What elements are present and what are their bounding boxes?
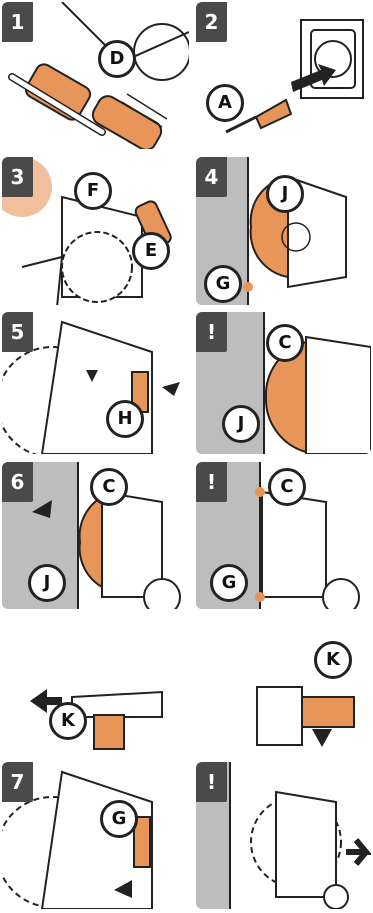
part-label-j: J [222,405,260,443]
panel-step-7: 7 G [2,762,189,909]
step-number: 7 [2,762,33,802]
warning-marker: ! [196,762,227,802]
part-label-a: A [206,84,244,122]
part-label-k: K [314,641,352,679]
part-label-j: J [28,564,66,602]
step-number: 4 [196,157,227,197]
panel-step-5: 5 H [2,312,189,454]
handle-and-tools-illustration [2,2,189,149]
warning-marker: ! [196,462,227,502]
part-label-c: C [268,468,306,506]
step-number: 5 [2,312,33,352]
part-label-d: D [98,40,136,78]
part-label-e: E [132,232,170,270]
part-label-h: H [106,400,144,438]
part-label-c: C [266,324,304,362]
panel-step-2: 2 A [196,2,371,149]
panel-warning-3: ! [196,762,371,909]
panel-step-4: 4 J G [196,157,371,305]
step-number: 6 [2,462,33,502]
release-lever-illustration [2,312,189,454]
warning-marker: ! [196,312,227,352]
panel-step-6: 6 C J [2,462,189,609]
part-label-g: G [204,265,242,303]
panel-direction: K K [2,617,371,755]
panel-warning-1: ! C J [196,312,371,454]
panel-warning-2: ! C G [196,462,371,609]
part-label-j: J [266,175,304,213]
step-number: 3 [2,157,33,197]
part-label-k: K [49,702,87,740]
part-label-f: F [74,172,112,210]
part-label-c: C [90,468,128,506]
step-number: 1 [2,2,33,42]
panel-step-1: 1 D [2,2,189,149]
panel-step-3: 3 F E [2,157,189,305]
part-label-g: G [210,564,248,602]
step-number: 2 [196,2,227,42]
part-label-g: G [100,800,138,838]
